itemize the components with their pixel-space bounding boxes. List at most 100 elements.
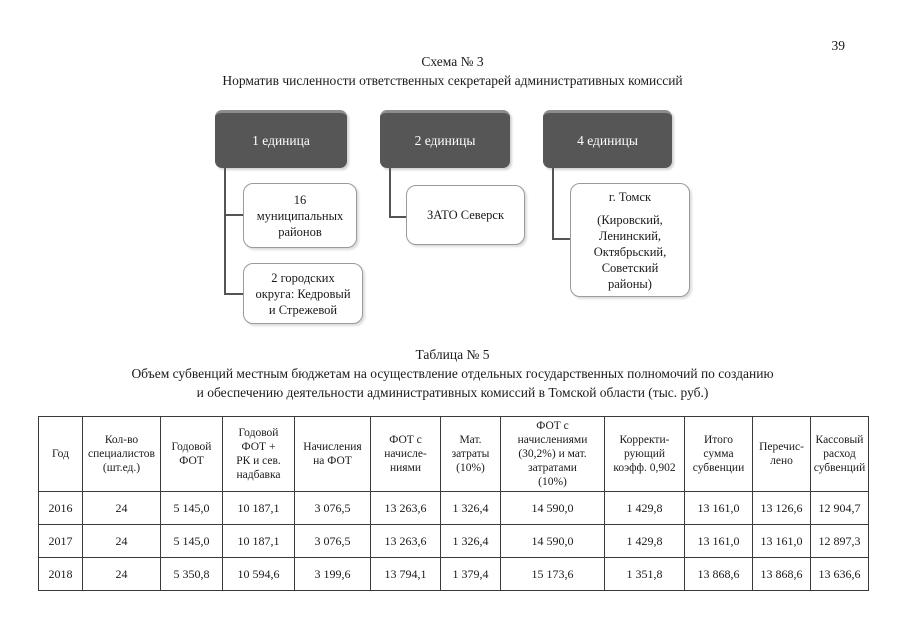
cell-fot-with-accruals: 13 794,1: [370, 557, 441, 591]
col-header-cash-expense: Кассовый расход субвенций: [810, 416, 869, 492]
budget-table-wrapper: Год Кол-во специалистов (шт.ед.) Годовой…: [38, 416, 869, 591]
cell-total-subvention: 13 868,6: [684, 557, 753, 591]
table-row: 2018 24 5 350,8 10 594,6 3 199,6 13 794,…: [38, 557, 869, 591]
table-title-line2: и обеспечению деятельности административ…: [196, 385, 709, 400]
col-header-specialists-l3: (шт.ед.): [102, 462, 141, 474]
node-child-2a-text: ЗАТО Северск: [427, 207, 504, 223]
col-header-specialists-l1: Кол-во: [104, 434, 139, 446]
cell-correction-coeff: 1 429,8: [604, 491, 685, 525]
connector-branch-2a: [389, 216, 407, 218]
col-header-year-l1: Год: [52, 448, 69, 460]
connector-branch-1a: [224, 214, 244, 216]
cell-annual-fot: 5 145,0: [160, 524, 223, 558]
col-header-correction-coeff-l3: коэфф. 0,902: [613, 462, 676, 474]
col-header-annual-fot-rk-l4: надбавка: [236, 469, 281, 481]
col-header-annual-fot-rk-l3: РК и сев.: [236, 455, 281, 467]
col-header-fot-with-accruals-l2: начисле-: [384, 448, 427, 460]
col-header-annual-fot-rk: Годовой ФОТ + РК и сев. надбавка: [222, 416, 295, 492]
table-heading: Таблица № 5 Объем субвенций местным бюдж…: [0, 345, 905, 402]
node-child-3a-line5: Советский: [601, 260, 659, 275]
col-header-annual-fot-l1: Годовой: [171, 441, 212, 453]
col-header-material-costs-l2: затраты: [451, 448, 490, 460]
col-header-total-subvention-l1: Итого: [703, 434, 734, 446]
node-child-3a-line4: Октябрьский,: [593, 244, 667, 259]
table-title-line1: Объем субвенций местным бюджетам на осущ…: [131, 366, 774, 381]
col-header-transferred-l1: Перечис-: [759, 441, 804, 453]
col-header-correction-coeff-l2: рующий: [623, 448, 666, 460]
node-child-1b-text: 2 городских округа: Кедровый и Стрежевой: [255, 270, 350, 318]
cell-fot-accruals-material: 14 590,0: [500, 524, 605, 558]
cell-year: 2016: [38, 491, 83, 525]
node-child-3a-line1: г. Томск: [608, 189, 652, 204]
cell-transferred: 13 868,6: [752, 557, 811, 591]
col-header-fot-accruals-material: ФОТ с начислениями (30,2%) и мат. затрат…: [500, 416, 605, 492]
node-child-3a-spacer: [594, 205, 666, 212]
cell-correction-coeff: 1 351,8: [604, 557, 685, 591]
col-header-fot-accruals-material-l5: (10%): [538, 476, 567, 488]
col-header-transferred: Перечис- лено: [752, 416, 811, 492]
col-header-accruals: Начисления на ФОТ: [294, 416, 371, 492]
cell-material-costs: 1 326,4: [440, 524, 501, 558]
node-unit-3-label: 4 единицы: [577, 132, 638, 148]
node-unit-2: 2 единицы: [380, 110, 510, 168]
connector-branch-3a: [552, 238, 571, 240]
col-header-accruals-l2: на ФОТ: [313, 455, 352, 467]
cell-annual-fot-rk: 10 187,1: [222, 524, 295, 558]
node-child-1a-line1: 16: [293, 192, 307, 207]
cell-fot-with-accruals: 13 263,6: [370, 524, 441, 558]
col-header-specialists-l2: специалистов: [88, 448, 155, 460]
node-unit-1-label: 1 единица: [252, 132, 310, 148]
budget-table: Год Кол-во специалистов (шт.ед.) Годовой…: [38, 416, 869, 591]
node-child-1a-line3: районов: [278, 224, 322, 239]
col-header-year: Год: [38, 416, 83, 492]
cell-cash-expense: 13 636,6: [810, 557, 869, 591]
node-child-3a-text: г. Томск (Кировский, Ленинский, Октябрьс…: [594, 189, 666, 292]
cell-specialists: 24: [82, 491, 161, 525]
org-diagram: 1 единица 16 муниципальных районов 2 гор…: [215, 110, 690, 324]
scheme-label: Схема № 3: [421, 54, 484, 69]
node-unit-2-label: 2 единицы: [414, 132, 476, 148]
cell-annual-fot-rk: 10 594,6: [222, 557, 295, 591]
cell-annual-fot-rk: 10 187,1: [222, 491, 295, 525]
col-header-total-subvention: Итого сумма субвенции: [684, 416, 753, 492]
connector-vertical-2: [389, 168, 391, 218]
cell-fot-with-accruals: 13 263,6: [370, 491, 441, 525]
cell-transferred: 13 161,0: [752, 524, 811, 558]
node-child-1b-line1: 2 городских: [271, 270, 335, 285]
col-header-material-costs-l1: Мат.: [459, 434, 482, 446]
col-header-annual-fot-l2: ФОТ: [179, 455, 204, 467]
col-header-cash-expense-l2: расход: [823, 448, 856, 460]
col-header-cash-expense-l3: субвенций: [813, 462, 866, 474]
cell-total-subvention: 13 161,0: [684, 491, 753, 525]
cell-material-costs: 1 326,4: [440, 491, 501, 525]
col-header-annual-fot-rk-l2: ФОТ +: [241, 441, 276, 453]
col-header-material-costs-l3: (10%): [456, 462, 485, 474]
col-header-correction-coeff-l1: Корректи-: [619, 434, 670, 446]
cell-cash-expense: 12 897,3: [810, 524, 869, 558]
cell-accruals: 3 199,6: [294, 557, 371, 591]
col-header-cash-expense-l1: Кассовый: [815, 434, 864, 446]
cell-accruals: 3 076,5: [294, 524, 371, 558]
col-header-annual-fot: Годовой ФОТ: [160, 416, 223, 492]
node-child-1b-line2: округа: Кедровый: [255, 286, 351, 301]
col-header-total-subvention-l2: сумма: [703, 448, 734, 460]
page-number: 39: [831, 38, 846, 53]
col-header-specialists: Кол-во специалистов (шт.ед.): [82, 416, 161, 492]
table-row: 2016 24 5 145,0 10 187,1 3 076,5 13 263,…: [38, 491, 869, 525]
node-child-3a: г. Томск (Кировский, Ленинский, Октябрьс…: [570, 183, 690, 297]
col-header-material-costs: Мат. затраты (10%): [440, 416, 501, 492]
node-child-1a: 16 муниципальных районов: [243, 183, 357, 248]
cell-total-subvention: 13 161,0: [684, 524, 753, 558]
cell-transferred: 13 126,6: [752, 491, 811, 525]
node-child-2a-line1: ЗАТО Северск: [426, 208, 505, 222]
col-header-annual-fot-rk-l1: Годовой: [238, 427, 279, 439]
cell-cash-expense: 12 904,7: [810, 491, 869, 525]
col-header-accruals-l1: Начисления: [303, 441, 362, 453]
node-child-3a-line6: районы): [607, 276, 652, 291]
table-row: 2017 24 5 145,0 10 187,1 3 076,5 13 263,…: [38, 524, 869, 558]
cell-year: 2017: [38, 524, 83, 558]
node-child-1b: 2 городских округа: Кедровый и Стрежевой: [243, 263, 363, 324]
scheme-heading: Схема № 3 Норматив численности ответстве…: [0, 52, 905, 90]
cell-fot-accruals-material: 15 173,6: [500, 557, 605, 591]
cell-specialists: 24: [82, 524, 161, 558]
